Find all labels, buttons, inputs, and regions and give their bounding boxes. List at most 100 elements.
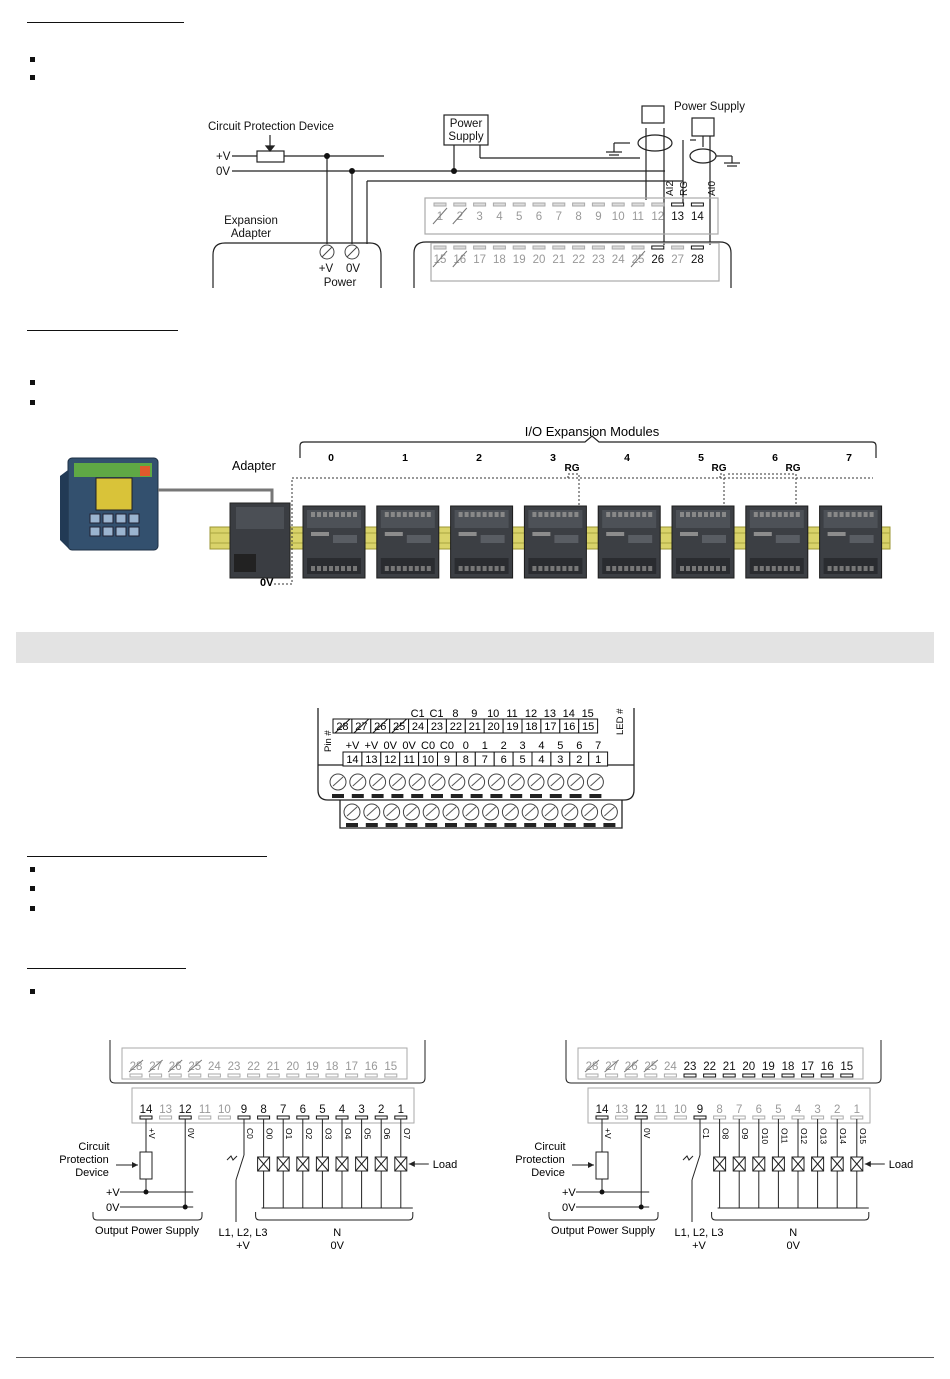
io-module-screw [851,566,856,571]
f3-top-pin: 27 [355,721,367,733]
f3-bottom-name: 3 [519,740,525,752]
f4-bottom-pin: 4 [795,1104,802,1116]
io-module-screw [698,512,702,517]
f1-top-strike [432,207,448,225]
f4-top-strike [187,1059,203,1073]
io-module-screw [710,512,714,517]
f1-bottom-slot [591,245,605,250]
f4-signal-label: O8 [721,1128,731,1140]
f3-top-name: 13 [544,708,556,720]
f3-top-pin: 19 [506,721,518,733]
f4-top-strike [584,1059,600,1073]
f4-bottom-pin: 8 [260,1104,266,1116]
bullet-1 [30,57,35,62]
f4-bottom-slot [217,1115,231,1120]
f4-output-supply-text: Output Power Supply [95,1225,199,1237]
io-module-screw [618,512,623,517]
f3-screw-base [464,823,477,827]
module-number-0: 0 [328,452,334,464]
f4-bottom-slot [198,1115,212,1120]
f1-top-pin: 6 [536,211,542,223]
io-module-leds [628,535,653,543]
f3-top-name: 11 [506,708,517,720]
f1-bottom-slot [651,245,665,250]
f4-top-pin: 16 [821,1061,834,1073]
f3-bottom-name: 2 [501,740,507,752]
f3-top-pin: 28 [336,721,348,733]
adapter-zero-v: 0V [346,263,360,275]
io-module-bottom-terminals [602,558,657,574]
io-module-screw [317,566,321,571]
f3-bottom-pin-cell [588,751,609,767]
f4-top-strike [148,1059,163,1073]
io-module-screw [680,566,684,571]
io-module-screw [692,566,696,571]
f4-top-pin: 22 [247,1061,260,1073]
f3-bottom-pin: 9 [444,754,450,766]
f1-top-strike [452,207,468,225]
f4-top-slot [305,1073,319,1078]
f4-fuse [139,1151,153,1180]
f4-bottom-slot [693,1115,707,1120]
f4-signal-label: O9 [740,1128,750,1140]
io-module-screw [329,566,333,571]
f3-screw-base [603,823,616,827]
io-module-screw [341,566,345,571]
f3-screw-slot [524,806,536,817]
f4-circuit-line2: Protection [59,1154,109,1166]
f3-bottom-pin: 10 [422,754,434,766]
f1-bottom-slot [671,245,685,250]
f1-bottom-strike [432,250,448,268]
f4-circuit-line2: Protection [515,1154,565,1166]
io-module-5 [671,505,735,579]
io-module-screw [759,512,764,517]
f4-signal-label: O10 [760,1128,770,1144]
f4-bottom-slot [673,1115,687,1120]
f4-bottom-pin: 5 [319,1104,325,1116]
io-module-label [532,532,551,536]
io-module-screw [562,512,567,517]
f1-bottom-pin: 26 [651,254,664,266]
section-band [16,632,934,663]
f4-top-slot [840,1073,854,1078]
f4-top-strip [121,1047,408,1080]
f4-signal-label: +V [147,1128,157,1139]
io-module-screw [420,566,425,571]
f3-bottom-pin: 11 [403,754,414,766]
f4-load-x [713,1156,726,1172]
f1-top-pin: 5 [516,211,522,223]
f4-bottom-pin: 2 [378,1104,384,1116]
f3-bottom-name: 0V [402,740,416,752]
f4-top-pin: 23 [684,1061,697,1073]
io-module-screw [384,566,389,571]
f4-bottom-pin: 3 [814,1104,820,1116]
f4-bottom-slot [315,1115,329,1120]
io-module-screw [795,512,800,517]
f1-bottom-pin: 18 [493,254,506,266]
f3-top-name: 8 [452,708,458,720]
power-supply-box-line1: Power [450,118,483,130]
io-module-screw [335,566,339,571]
io-module-screw [476,566,481,571]
f4-top-strike [623,1059,639,1073]
f4-bottom-pin: 14 [596,1104,609,1116]
io-module-screw [464,512,469,517]
f4-top-slot [364,1073,378,1078]
io-module-screw [624,566,629,571]
f4-load-x [772,1156,785,1172]
f4-top-slot [663,1073,677,1078]
f4-bottom-slot [237,1115,251,1120]
f1-bottom-pin: 28 [691,254,704,266]
f3-bottom-name: +V [346,740,360,752]
f4-bottom-slot [771,1115,785,1120]
io-module-screw [869,566,874,571]
f3-screw-slot [352,776,364,787]
f3-screw-slot [445,806,457,817]
ai0-label: AI0 [707,181,718,196]
f3-screw-slot [386,806,397,817]
f4-load-x [811,1156,824,1172]
f4-top-pin: 19 [762,1061,775,1073]
f4-signal-label: O13 [819,1128,829,1144]
